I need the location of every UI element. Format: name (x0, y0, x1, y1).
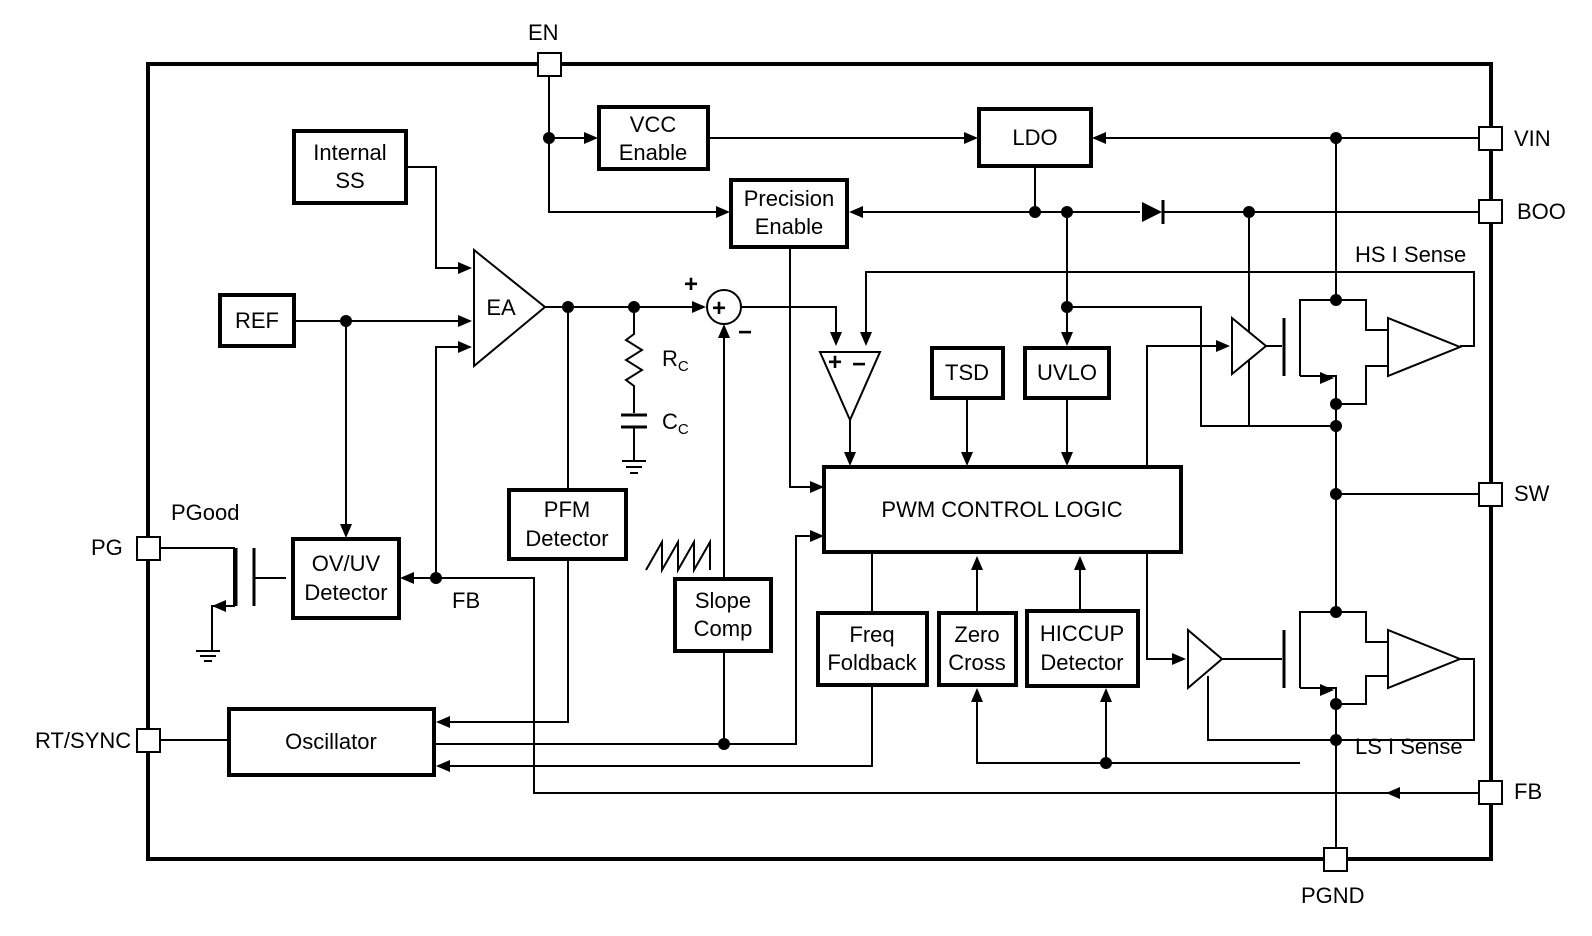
summer-symbol: + (712, 295, 726, 322)
error-amplifier (473, 247, 547, 369)
freq-foldback-block: Freq Foldback (816, 611, 929, 687)
pin-boo-label: BOO (1517, 199, 1566, 224)
svg-text:UVLO: UVLO (1037, 360, 1097, 385)
precision-enable-block: Precision Enable (729, 178, 849, 249)
ovuv-detector-block: OV/UV Detector (291, 537, 401, 620)
svg-text:Comp: Comp (694, 616, 753, 641)
pin-fb (1478, 780, 1503, 805)
svg-text:REF: REF (235, 308, 279, 333)
pin-pg-label: PG (91, 535, 123, 560)
pin-rt-sync (136, 728, 161, 753)
svg-text:Zero: Zero (954, 622, 999, 647)
ref-block: REF (218, 293, 296, 348)
pin-rt-sync-label: RT/SYNC (35, 728, 131, 753)
svg-text:SS: SS (335, 168, 364, 193)
ic-boundary (146, 62, 1493, 861)
svg-text:Detector: Detector (1040, 650, 1123, 675)
svg-text:VCC: VCC (630, 112, 677, 137)
uvlo-block: UVLO (1023, 346, 1111, 400)
svg-text:Freq: Freq (849, 622, 894, 647)
fb-internal-label: FB (452, 588, 480, 613)
oscillator-block: Oscillator (227, 707, 436, 777)
pin-vin-label: VIN (1514, 126, 1551, 151)
pgood-label: PGood (171, 500, 240, 525)
svg-text:PWM CONTROL LOGIC: PWM CONTROL LOGIC (881, 497, 1122, 522)
svg-text:OV/UV: OV/UV (312, 551, 381, 576)
svg-text:Detector: Detector (525, 526, 608, 551)
svg-text:Foldback: Foldback (827, 650, 917, 675)
cc-label: CC (662, 409, 689, 438)
svg-text:Precision: Precision (744, 186, 834, 211)
internal-ss-block: Internal SS (292, 129, 408, 205)
svg-text:TSD: TSD (945, 360, 989, 385)
hiccup-detector-block: HICCUP Detector (1025, 609, 1140, 688)
sum-plus-label: + (684, 271, 698, 298)
ls-i-sense-label: LS I Sense (1355, 734, 1463, 759)
pin-vin (1478, 126, 1503, 151)
arrowheads (212, 132, 1400, 799)
hs-i-sense-label: HS I Sense (1355, 242, 1466, 267)
svg-text:Enable: Enable (755, 214, 824, 239)
junction-dots (340, 132, 1342, 769)
svg-text:LDO: LDO (1012, 125, 1057, 150)
hs-gate-driver (1231, 315, 1268, 377)
pin-en-label: EN (528, 20, 559, 45)
svg-text:Oscillator: Oscillator (285, 729, 377, 754)
pfm-detector-block: PFM Detector (507, 488, 628, 561)
vcc-enable-block: VCC Enable (597, 105, 710, 171)
svg-text:Detector: Detector (304, 580, 387, 605)
tsd-block: TSD (930, 346, 1005, 400)
cmp-minus-label: − (852, 351, 866, 378)
svg-text:Enable: Enable (619, 140, 688, 165)
pin-sw (1478, 482, 1503, 507)
svg-text:Cross: Cross (948, 650, 1005, 675)
pwm-control-logic-block: PWM CONTROL LOGIC (822, 465, 1183, 554)
svg-text:PFM: PFM (544, 497, 590, 522)
pin-boo (1478, 199, 1503, 224)
pin-fb-label: FB (1514, 779, 1542, 804)
summing-junction (706, 289, 742, 325)
ea-label: EA (486, 295, 516, 320)
pin-pgnd (1323, 847, 1348, 872)
svg-text:Slope: Slope (695, 588, 751, 613)
rc-label: RC (662, 346, 689, 375)
pin-sw-label: SW (1514, 481, 1550, 506)
svg-text:HICCUP: HICCUP (1040, 621, 1124, 646)
ls-sense-amp (1387, 628, 1463, 690)
ldo-block: LDO (977, 107, 1093, 168)
ls-gate-driver (1187, 627, 1224, 691)
slope-comp-block: Slope Comp (673, 577, 773, 653)
svg-text:Internal: Internal (313, 140, 386, 165)
pin-pgnd-label: PGND (1301, 883, 1365, 908)
zero-cross-block: Zero Cross (937, 611, 1018, 687)
cmp-plus-label: + (828, 349, 842, 376)
sum-minus-label: − (738, 319, 752, 346)
pwm-comparator (818, 351, 882, 423)
pin-en (537, 52, 562, 77)
pin-pg (136, 536, 161, 561)
hs-sense-amp (1387, 316, 1463, 378)
